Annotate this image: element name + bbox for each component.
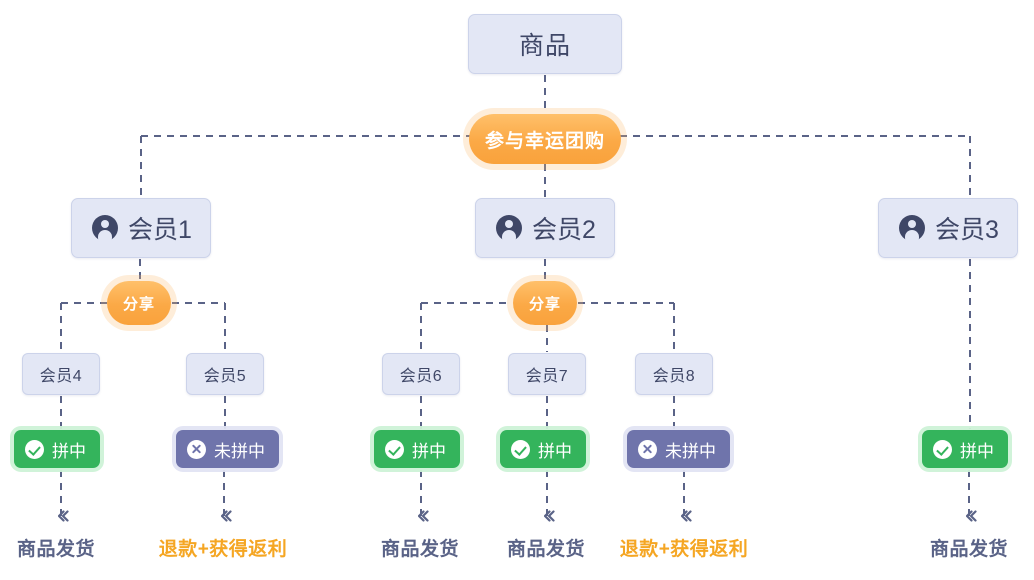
node-member-2[interactable]: 会员2 xyxy=(475,198,615,258)
outcome-label-ship-3: 商品发货 xyxy=(506,539,586,560)
status-badge-win-4-label: 拼中 xyxy=(960,441,994,461)
node-member-6[interactable]: 会员6 xyxy=(382,353,460,395)
node-member-5[interactable]: 会员5 xyxy=(186,353,264,395)
node-share-2[interactable]: 分享 xyxy=(513,281,577,325)
status-badge-win-1-label: 拼中 xyxy=(52,441,86,461)
status-badge-win-3[interactable]: 拼中 xyxy=(500,430,586,468)
node-member-5-label: 会员5 xyxy=(203,368,247,385)
check-circle-icon xyxy=(933,439,952,459)
node-product[interactable]: 商品 xyxy=(468,14,622,74)
node-member-6-label: 会员6 xyxy=(399,368,443,385)
node-member-4-label: 会员4 xyxy=(39,368,83,385)
node-member-4[interactable]: 会员4 xyxy=(22,353,100,395)
outcome-label-refund-2: 退款+获得返利 xyxy=(619,539,749,560)
status-badge-lose-1[interactable]: 未拼中 xyxy=(176,430,279,468)
status-badge-lose-2-label: 未拼中 xyxy=(665,441,716,461)
node-member-8[interactable]: 会员8 xyxy=(635,353,713,395)
node-join-group-buy-label: 参与幸运团购 xyxy=(484,130,605,152)
x-circle-icon xyxy=(187,439,206,459)
status-badge-lose-2[interactable]: 未拼中 xyxy=(627,430,730,468)
person-icon xyxy=(899,215,926,241)
outcome-label-ship-1: 商品发货 xyxy=(16,539,96,560)
person-icon xyxy=(92,215,119,241)
status-badge-win-2-label: 拼中 xyxy=(412,441,446,461)
node-share-1-label: 分享 xyxy=(122,295,155,313)
status-badge-lose-1-label: 未拼中 xyxy=(214,441,265,461)
outcome-label-refund-1: 退款+获得返利 xyxy=(158,539,288,560)
outcome-label-ship-2: 商品发货 xyxy=(380,539,460,560)
check-circle-icon xyxy=(385,439,404,459)
status-badge-win-1[interactable]: 拼中 xyxy=(14,430,100,468)
check-circle-icon xyxy=(25,439,44,459)
status-badge-win-3-label: 拼中 xyxy=(538,441,572,461)
status-badge-win-4[interactable]: 拼中 xyxy=(922,430,1008,468)
check-circle-icon xyxy=(511,439,530,459)
node-member-1-label: 会员1 xyxy=(128,216,192,244)
outcome-label-ship-4: 商品发货 xyxy=(929,539,1009,560)
node-member-2-label: 会员2 xyxy=(532,216,596,244)
node-member-1[interactable]: 会员1 xyxy=(71,198,211,258)
node-product-label: 商品 xyxy=(518,32,571,60)
node-member-8-label: 会员8 xyxy=(652,368,696,385)
node-join-group-buy[interactable]: 参与幸运团购 xyxy=(469,114,621,164)
node-share-2-label: 分享 xyxy=(528,295,561,313)
node-member-7[interactable]: 会员7 xyxy=(508,353,586,395)
status-badge-win-2[interactable]: 拼中 xyxy=(374,430,460,468)
node-member-7-label: 会员7 xyxy=(525,368,569,385)
node-member-3[interactable]: 会员3 xyxy=(878,198,1018,258)
node-member-3-label: 会员3 xyxy=(935,216,999,244)
x-circle-icon xyxy=(638,439,657,459)
person-icon xyxy=(496,215,523,241)
node-share-1[interactable]: 分享 xyxy=(107,281,171,325)
